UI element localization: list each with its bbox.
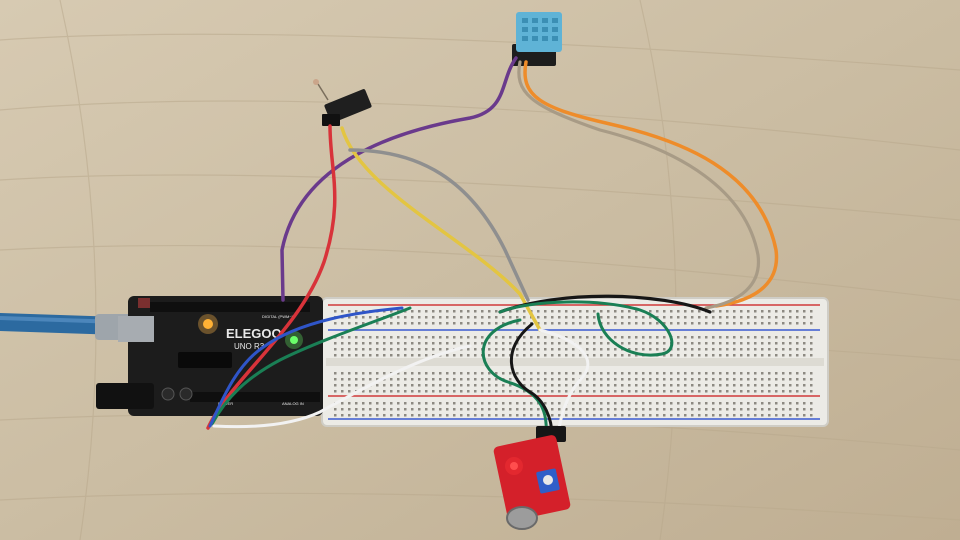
jumper-wires: [206, 56, 779, 438]
sound-sensor-module: [493, 426, 571, 530]
digital-pins-label: DIGITAL (PWM~): [262, 314, 294, 319]
dht11-sensor: [512, 12, 562, 66]
board-model: UNO R3: [234, 342, 265, 351]
breadboard: [321, 297, 829, 427]
light-sensor-module: [313, 79, 372, 126]
board-brand: ELEGOO: [226, 326, 282, 341]
analog-pins-label: ANALOG IN: [282, 401, 304, 406]
arduino-board: ELEGOO UNO R3 DIGITAL (PWM~) ANALOG IN P…: [96, 296, 323, 416]
